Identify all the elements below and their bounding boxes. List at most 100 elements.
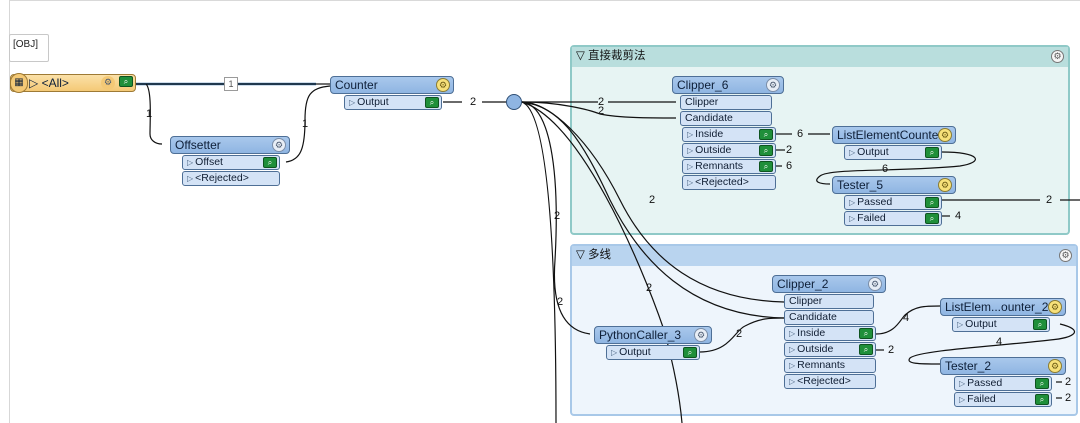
output-port[interactable]: ▷Failed ⌕ [844, 211, 942, 226]
node-title[interactable]: Tester_2 ⚙ [940, 357, 1066, 375]
node-title[interactable]: Tester_5 ⚙ [832, 176, 956, 194]
gear-icon[interactable]: ⚙ [868, 277, 882, 291]
inspect-icon[interactable]: ⌕ [263, 157, 277, 168]
port-label: Outside [695, 144, 732, 156]
port-label: <Rejected> [695, 176, 749, 188]
input-port[interactable]: Candidate [680, 111, 772, 126]
gear-icon[interactable]: ⚙ [1048, 300, 1062, 314]
feature-type-tooltip: [OBJ] [9, 34, 49, 62]
bookmark-multiline-header[interactable]: ▽ 多线 ⚙ [572, 246, 1076, 266]
triangle-icon: ▷ [687, 178, 694, 187]
output-port[interactable]: ▷Output ⌕ [844, 145, 942, 160]
inspect-icon[interactable]: ⌕ [1035, 378, 1049, 389]
output-port[interactable]: ▷Inside ⌕ [682, 127, 776, 142]
port-label: Inside [797, 327, 826, 339]
node-title[interactable]: PythonCaller_3 ⚙ [594, 326, 712, 344]
output-port[interactable]: ▷Offset ⌕ [182, 155, 280, 170]
gear-icon[interactable]: ⚙ [938, 128, 952, 142]
triangle-icon: ▷ [187, 158, 194, 167]
node-title[interactable]: ListElementCounter ⚙ [832, 126, 956, 144]
node-clipper-2[interactable]: Clipper_2 ⚙ Clipper Candidate ▷Inside ⌕ … [772, 275, 888, 389]
output-port[interactable]: ▷Remnants [784, 358, 876, 373]
edge-label: 1 [302, 118, 309, 130]
node-python-caller-3[interactable]: PythonCaller_3 ⚙ ▷Output ⌕ [594, 326, 712, 360]
inspect-icon[interactable]: ⌕ [119, 76, 133, 87]
gear-icon[interactable]: ⚙ [101, 76, 115, 90]
inspect-icon[interactable]: ⌕ [683, 347, 697, 358]
reader-feature-type[interactable]: ▦ ▷ <All> ⚙ ⌕ [10, 73, 136, 93]
output-port[interactable]: ▷<Rejected> [682, 175, 776, 190]
output-port[interactable]: ▷Inside ⌕ [784, 326, 876, 341]
inspect-icon[interactable]: ⌕ [759, 161, 773, 172]
inspect-icon[interactable]: ⌕ [925, 197, 939, 208]
node-list-element-counter[interactable]: ListElementCounter ⚙ ▷Output ⌕ [832, 126, 956, 160]
output-port[interactable]: ▷Output ⌕ [344, 95, 442, 110]
edge-label: 2 [1065, 392, 1072, 404]
node-title[interactable]: Offsetter ⚙ [170, 136, 290, 154]
canvas-top-border [0, 0, 1080, 2]
triangle-icon: ▷ [849, 214, 856, 223]
gear-icon[interactable]: ⚙ [1048, 359, 1062, 373]
inspect-icon[interactable]: ⌕ [1035, 394, 1049, 405]
edge-label: 2 [470, 96, 477, 108]
input-port[interactable]: Candidate [784, 310, 874, 325]
bookmark-direct-clip[interactable]: ▽ 直接裁剪法 ⚙ [570, 45, 1070, 235]
edge-label: 2 [554, 210, 561, 222]
inspect-icon[interactable]: ⌕ [925, 147, 939, 158]
reader-port-label: ▷ <All> [29, 76, 69, 90]
inspect-icon[interactable]: ⌕ [1033, 319, 1047, 330]
output-port[interactable]: ▷Failed ⌕ [954, 392, 1052, 407]
output-port[interactable]: ▷Remnants ⌕ [682, 159, 776, 174]
inspect-icon[interactable]: ⌕ [425, 97, 439, 108]
edge-label: 2 [598, 105, 605, 117]
inspect-icon[interactable]: ⌕ [759, 145, 773, 156]
node-title[interactable]: Clipper_6 ⚙ [672, 76, 784, 94]
node-counter[interactable]: Counter ⚙ ▷Output ⌕ [330, 76, 454, 110]
inspect-icon[interactable]: ⌕ [759, 129, 773, 140]
output-port[interactable]: ▷Outside ⌕ [784, 342, 876, 357]
gear-icon[interactable]: ⚙ [436, 78, 450, 92]
bookmark-direct-clip-header[interactable]: ▽ 直接裁剪法 ⚙ [572, 47, 1068, 67]
output-port[interactable]: ▷Outside ⌕ [682, 143, 776, 158]
port-label: Output [857, 146, 889, 158]
output-port[interactable]: ▷Passed ⌕ [844, 195, 942, 210]
port-label: Remnants [797, 359, 846, 371]
node-tester-5[interactable]: Tester_5 ⚙ ▷Passed ⌕ ▷Failed ⌕ [832, 176, 956, 226]
node-title[interactable]: Counter ⚙ [330, 76, 454, 94]
input-port[interactable]: Clipper [784, 294, 874, 309]
gear-icon[interactable]: ⚙ [694, 328, 708, 342]
edge-label: 2 [786, 144, 793, 156]
inspect-icon[interactable]: ⌕ [925, 213, 939, 224]
triangle-icon: ▷ [789, 329, 796, 338]
inspect-icon[interactable]: ⌕ [859, 344, 873, 355]
edge-label: 2 [888, 344, 895, 356]
triangle-icon: ▷ [789, 377, 796, 386]
port-label: Clipper [685, 96, 719, 108]
node-offsetter[interactable]: Offsetter ⚙ ▷Offset ⌕ ▷<Rejected> [170, 136, 290, 186]
reader-port[interactable]: ▦ ▷ <All> ⚙ ⌕ [10, 73, 136, 93]
input-port[interactable]: Clipper [680, 95, 772, 110]
output-port[interactable]: ▷<Rejected> [784, 374, 876, 389]
node-title[interactable]: ListElem...ounter_2 ⚙ [940, 298, 1066, 316]
gear-icon[interactable]: ⚙ [938, 178, 952, 192]
node-list-element-counter-2[interactable]: ListElem...ounter_2 ⚙ ▷Output ⌕ [940, 298, 1066, 332]
node-clipper-6[interactable]: Clipper_6 ⚙ Clipper Candidate ▷Inside ⌕ … [670, 76, 786, 190]
canvas-left-border [0, 0, 10, 423]
output-port[interactable]: ▷Output ⌕ [952, 317, 1050, 332]
port-label: Output [619, 346, 651, 358]
node-title[interactable]: Clipper_2 ⚙ [772, 275, 886, 293]
junction-node[interactable] [506, 94, 522, 110]
port-label: Offset [195, 156, 223, 168]
gear-icon[interactable]: ⚙ [272, 138, 286, 152]
gear-icon[interactable]: ⚙ [1051, 50, 1064, 63]
inspect-icon[interactable]: ⌕ [859, 328, 873, 339]
port-label: Candidate [789, 311, 837, 323]
edge-label: 6 [786, 160, 793, 172]
gear-icon[interactable]: ⚙ [1059, 249, 1072, 262]
output-port[interactable]: ▷Passed ⌕ [954, 376, 1052, 391]
output-port[interactable]: ▷<Rejected> [182, 171, 280, 186]
gear-icon[interactable]: ⚙ [766, 78, 780, 92]
edge-label: 6 [882, 163, 889, 175]
output-port[interactable]: ▷Output ⌕ [606, 345, 700, 360]
node-tester-2[interactable]: Tester_2 ⚙ ▷Passed ⌕ ▷Failed ⌕ [940, 357, 1066, 407]
